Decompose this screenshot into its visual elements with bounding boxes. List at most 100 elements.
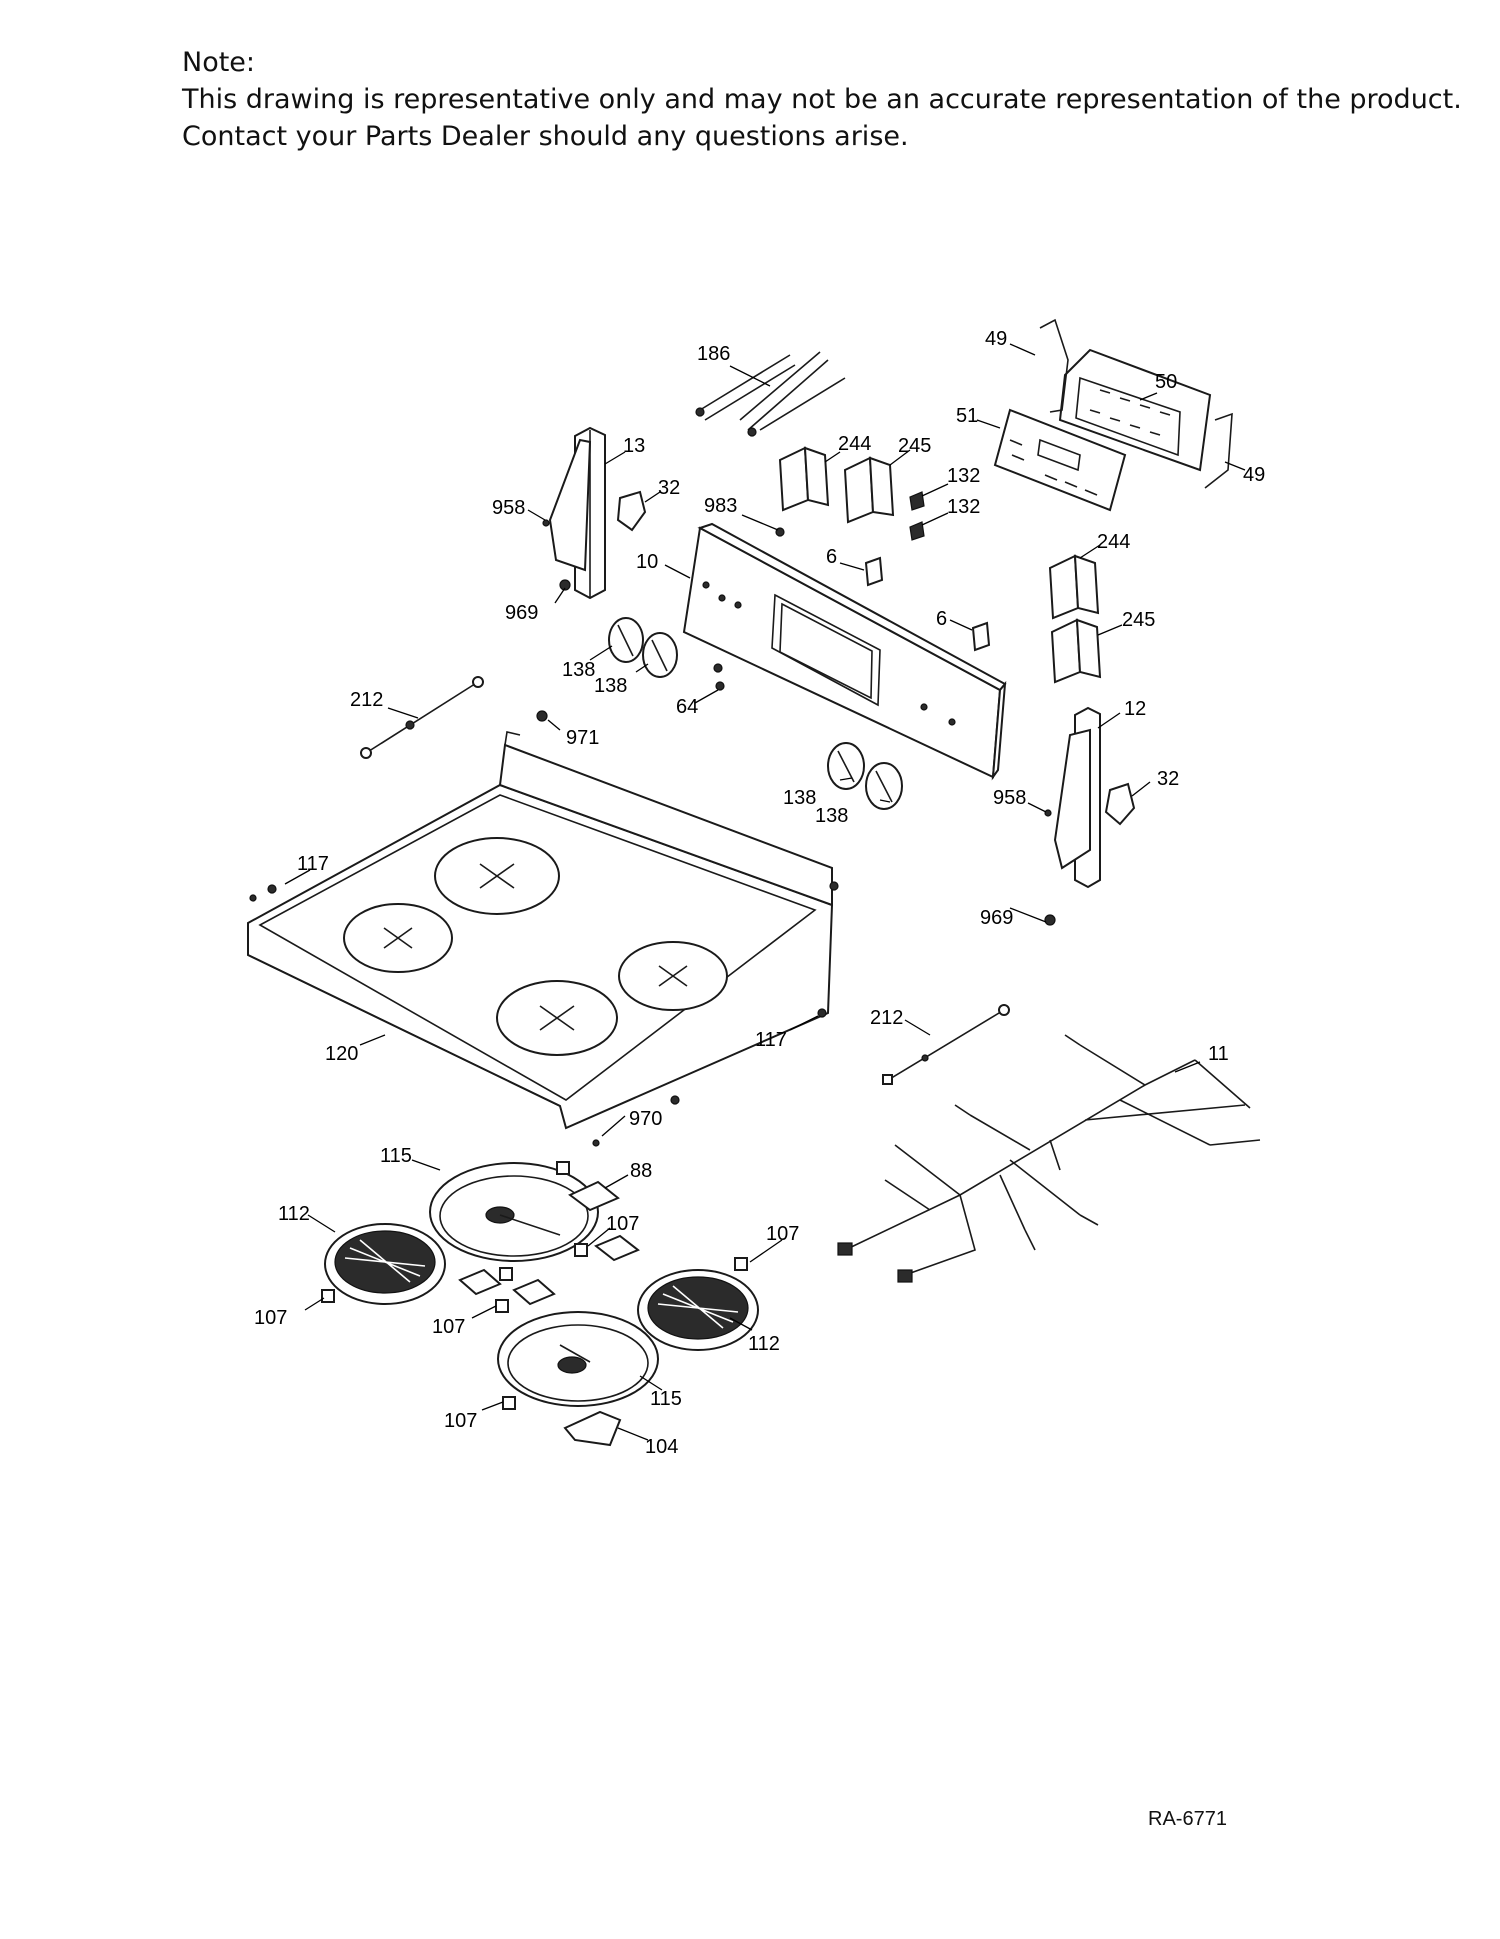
callout-132-a: 132 xyxy=(947,465,980,487)
callout-132-b: 132 xyxy=(947,496,980,518)
callout-970: 970 xyxy=(629,1108,662,1130)
callout-107-a: 107 xyxy=(606,1213,639,1235)
screw-970-b xyxy=(670,1095,680,1105)
radiant-element-115-bottom xyxy=(497,1311,659,1407)
screw-958-right xyxy=(1044,809,1052,817)
display-board xyxy=(1058,348,1212,472)
callout-107-d: 107 xyxy=(432,1316,465,1338)
callout-49-right: 49 xyxy=(1243,464,1265,486)
callout-10: 10 xyxy=(636,551,658,573)
clip-107-f xyxy=(556,1161,570,1175)
callout-12: 12 xyxy=(1124,698,1146,720)
harness-212-right xyxy=(882,1004,1010,1085)
callout-212-left: 212 xyxy=(350,689,383,711)
radiant-element-115-top xyxy=(429,1162,599,1262)
callout-186: 186 xyxy=(697,343,730,365)
callout-104: 104 xyxy=(645,1436,678,1458)
knob-138-a xyxy=(608,617,644,663)
callout-120: 120 xyxy=(325,1043,358,1065)
callout-6-a: 6 xyxy=(826,546,837,568)
callout-107-c: 107 xyxy=(254,1307,287,1329)
callout-969-right: 969 xyxy=(980,907,1013,929)
label-6-b xyxy=(971,621,991,652)
callout-244-right: 244 xyxy=(1097,531,1130,553)
clip-107-b xyxy=(495,1299,509,1313)
callout-13: 13 xyxy=(623,435,645,457)
callout-11: 11 xyxy=(1208,1043,1229,1065)
screw-117-b xyxy=(817,1008,827,1018)
callout-212-right: 212 xyxy=(870,1007,903,1029)
note-line-1: This drawing is representative only and … xyxy=(182,84,1462,115)
callout-50: 50 xyxy=(1155,371,1177,393)
connector-132-a xyxy=(909,491,925,511)
clip-107-c xyxy=(574,1243,588,1257)
control-overlay xyxy=(993,408,1127,512)
screw-970 xyxy=(592,1139,600,1147)
screw-117-d xyxy=(829,881,839,891)
clip-107-g xyxy=(499,1267,513,1281)
callout-958-right: 958 xyxy=(993,787,1026,809)
callout-969-left: 969 xyxy=(505,602,538,624)
screw-958-left xyxy=(542,519,550,527)
insulation-pad-a xyxy=(594,1234,640,1262)
screw-117-a xyxy=(267,884,277,894)
screw-64-b xyxy=(715,681,725,691)
bracket-clip-right xyxy=(1104,782,1136,826)
callout-971: 971 xyxy=(566,727,599,749)
diagram-reference: RA-6771 xyxy=(1148,1808,1227,1830)
screw-64-a xyxy=(713,663,723,673)
radiant-element-112-left xyxy=(324,1223,446,1305)
side-bracket-left xyxy=(548,426,606,600)
callout-labels: 186 49 50 51 49 13 244 245 132 132 958 3… xyxy=(254,328,1265,1458)
trim-strip-left xyxy=(1039,318,1069,413)
cooktop-glass xyxy=(247,731,834,1130)
callout-107-e: 107 xyxy=(444,1410,477,1432)
screw-969-left xyxy=(559,579,571,591)
insulation-pad-88 xyxy=(568,1180,620,1212)
callout-32-right: 32 xyxy=(1157,768,1179,790)
knob-138-b xyxy=(642,632,678,678)
callout-245-right: 245 xyxy=(1122,609,1155,631)
screw-117-c xyxy=(249,894,257,902)
mounting-plate-104 xyxy=(563,1410,622,1447)
infinite-switch-245-top xyxy=(843,456,895,524)
wire-rack xyxy=(695,351,846,437)
note-heading: Note: xyxy=(182,47,256,78)
callout-6-b: 6 xyxy=(936,608,947,630)
insulation-pad-b xyxy=(458,1268,502,1296)
wire-harness xyxy=(837,1034,1261,1283)
callout-958-left: 958 xyxy=(492,497,525,519)
note-line-2: Contact your Parts Dealer should any que… xyxy=(182,121,909,152)
callout-117-left: 117 xyxy=(297,853,329,875)
callout-64: 64 xyxy=(676,696,698,718)
radiant-element-112-right xyxy=(637,1269,759,1351)
connector-132-b xyxy=(909,521,925,541)
clip-107-a xyxy=(321,1289,335,1303)
infinite-switch-244-top xyxy=(778,446,830,512)
clip-107-e xyxy=(502,1396,516,1410)
harness-212-left xyxy=(360,676,484,759)
disclaimer-note: Note: This drawing is representative onl… xyxy=(182,44,1462,155)
callout-49-top: 49 xyxy=(985,328,1007,350)
callout-117-right: 117 xyxy=(755,1029,787,1051)
side-bracket-right xyxy=(1053,706,1101,889)
callout-138-a: 138 xyxy=(562,659,595,681)
infinite-switch-245-right xyxy=(1050,618,1102,684)
callout-138-c: 138 xyxy=(783,787,816,809)
clip-107-d xyxy=(734,1257,748,1271)
callout-112-left: 112 xyxy=(278,1203,310,1225)
bracket-clip-left xyxy=(616,490,647,532)
callout-51: 51 xyxy=(956,405,978,427)
callout-245-top: 245 xyxy=(898,435,931,457)
leader-lines xyxy=(284,343,1246,1441)
control-panel-backsplash xyxy=(682,522,1007,781)
trim-strip-right xyxy=(1204,412,1233,489)
callout-138-b: 138 xyxy=(594,675,627,697)
infinite-switch-244-right xyxy=(1048,554,1100,620)
knob-138-d xyxy=(865,762,903,810)
insulation-pad-c xyxy=(512,1278,556,1306)
callout-138-d: 138 xyxy=(815,805,848,827)
callout-115-bottom: 115 xyxy=(650,1388,682,1410)
callout-32-left: 32 xyxy=(658,477,680,499)
